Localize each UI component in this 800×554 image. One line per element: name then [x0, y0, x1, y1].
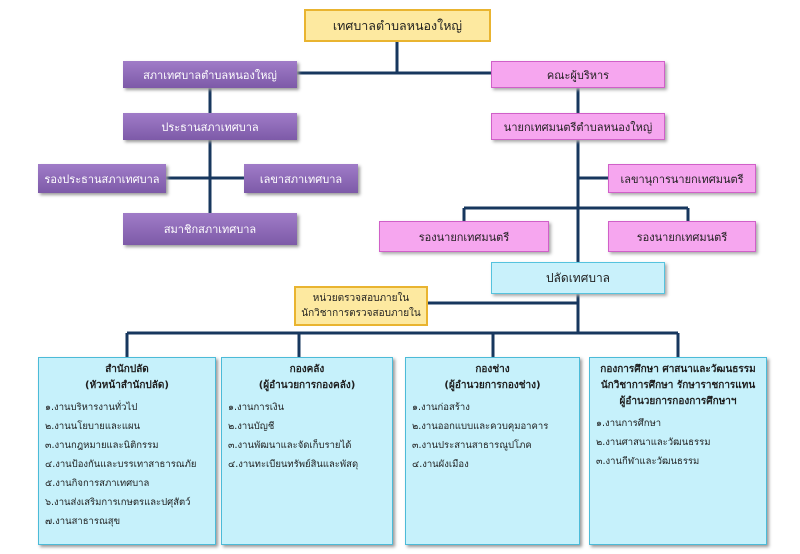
internal-audit-box: หน่วยตรวจสอบภายใน นักวิชาการตรวจสอบภายใน — [294, 286, 428, 326]
municipal-clerk-box: ปลัดเทศบาล — [491, 262, 665, 294]
dept-head: ผู้อำนวยการกองการศึกษาฯ — [619, 396, 737, 407]
dept-head: (ผู้อำนวยการกองคลัง) — [258, 380, 356, 391]
council-secretary-box: เลขาสภาเทศบาล — [244, 164, 358, 193]
dept-acting-head: นักวิชาการศึกษา รักษาราชการแทน — [600, 380, 756, 391]
mayor-secretary-box: เลขานุการนายกเทศมนตรี — [608, 164, 756, 193]
dept-task: ๕.งานกิจการสภาเทศบาล — [45, 478, 150, 489]
dept-task: ๓.งานกีฬาและวัฒนธรรม — [596, 456, 700, 467]
executive-board-box: คณะผู้บริหาร — [491, 61, 665, 88]
council-box: สภาเทศบาลตำบลหนองใหญ่ — [123, 61, 297, 88]
dept-task: ๑.งานการศึกษา — [596, 418, 662, 429]
municipality-title: เทศบาลตำบลหนองใหญ่ — [304, 9, 491, 42]
mayor-box: นายกเทศมนตรีตำบลหนองใหญ่ — [491, 113, 665, 140]
deputy-mayor-box: รองนายกเทศมนตรี — [608, 221, 756, 252]
dept-task: ๒.งานออกแบบและควบคุมอาคาร — [412, 421, 549, 432]
dept-task: ๑.งานบริหารงานทั่วไป — [45, 402, 138, 413]
internal-auditor: นักวิชาการตรวจสอบภายใน — [301, 308, 421, 319]
dept-head: (ผู้อำนวยการกองช่าง) — [444, 380, 541, 391]
dept-task: ๒.งานบัญชี — [228, 421, 275, 432]
dept-task: ๓.งานพัฒนาและจัดเก็บรายได้ — [228, 440, 352, 451]
council-vice-president-box: รองประธานสภาเทศบาล — [38, 164, 166, 193]
council-members-box: สมาชิกสภาเทศบาล — [123, 213, 297, 245]
dept-task: ๔.งานทะเบียนทรัพย์สินและพัสดุ — [228, 459, 359, 470]
dept-title: กองช่าง — [475, 364, 510, 375]
dept-task: ๗.งานสาธารณสุข — [45, 516, 121, 527]
dept-task: ๒.งานนโยบายและแผน — [45, 421, 141, 432]
dept-task: ๓.งานกฎหมายและนิติกรรม — [45, 440, 159, 451]
dept-task: ๒.งานศาสนาและวัฒนธรรม — [596, 437, 711, 448]
dept-engineering: กองช่าง (ผู้อำนวยการกองช่าง) ๑.งานก่อสร้… — [405, 357, 580, 545]
dept-finance: กองคลัง (ผู้อำนวยการกองคลัง) ๑.งานการเงิ… — [221, 357, 393, 545]
dept-title: กองคลัง — [289, 364, 325, 375]
deputy-mayor-box: รองนายกเทศมนตรี — [379, 221, 549, 252]
dept-task: ๑.งานก่อสร้าง — [412, 402, 470, 413]
dept-education: กองการศึกษา ศาสนาและวัฒนธรรม นักวิชาการศ… — [589, 357, 767, 545]
internal-audit-unit: หน่วยตรวจสอบภายใน — [312, 293, 410, 304]
dept-head: (หัวหน้าสำนักปลัด) — [85, 380, 169, 391]
dept-task: ๔.งานป้องกันและบรรเทาสาธารณภัย — [45, 459, 197, 470]
dept-task: ๑.งานการเงิน — [228, 402, 285, 413]
dept-task: ๔.งานผังเมือง — [412, 459, 469, 470]
dept-task: ๖.งานส่งเสริมการเกษตรและปศุสัตว์ — [45, 497, 191, 508]
dept-title: สำนักปลัด — [105, 364, 149, 375]
dept-task: ๓.งานประสานสาธารณูปโภค — [412, 440, 532, 451]
dept-title: กองการศึกษา ศาสนาและวัฒนธรรม — [600, 364, 756, 375]
council-president-box: ประธานสภาเทศบาล — [123, 113, 297, 140]
dept-office-of-clerk: สำนักปลัด (หัวหน้าสำนักปลัด) ๑.งานบริหาร… — [38, 357, 216, 545]
